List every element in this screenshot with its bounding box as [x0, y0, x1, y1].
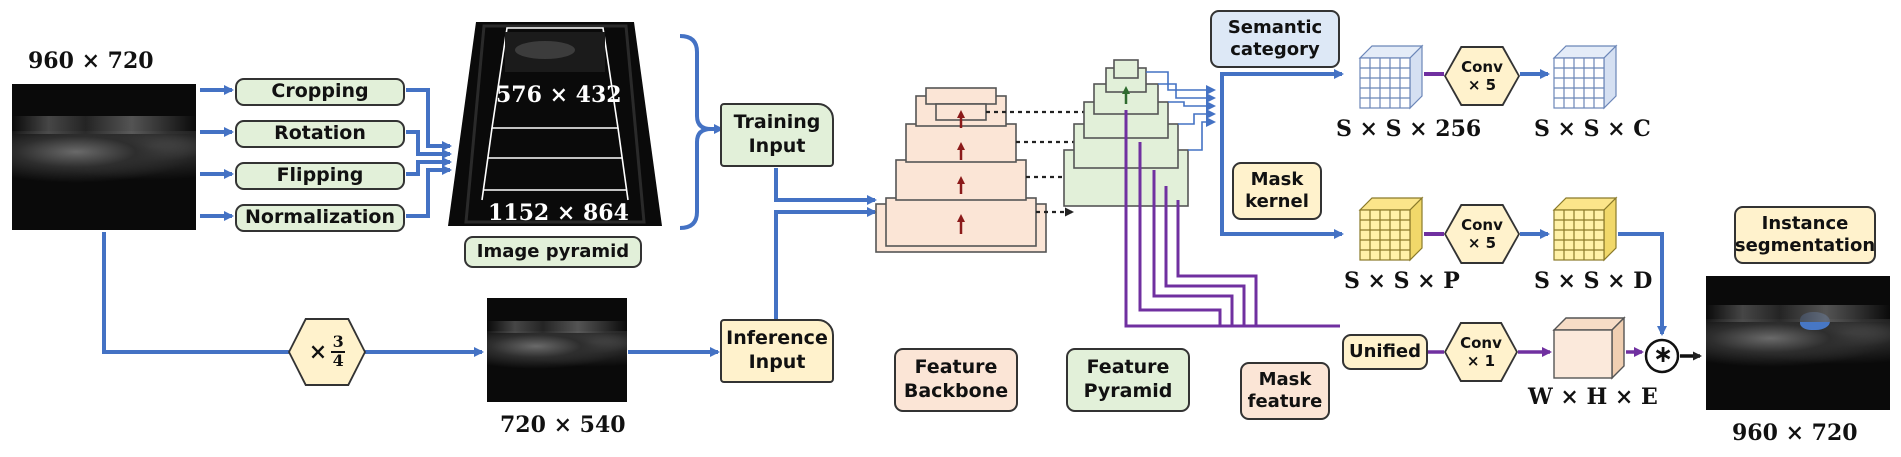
- semantic-grid-in: [1358, 44, 1424, 110]
- conv5-semantic-line1: Conv: [1461, 58, 1503, 76]
- conv5-semantic-line2: × 5: [1467, 76, 1497, 94]
- semantic-line2: category: [1230, 39, 1320, 60]
- training-input-line1: Training: [733, 111, 821, 134]
- mask-kernel-line1: Mask: [1250, 168, 1304, 190]
- unified-box: Unified: [1342, 334, 1428, 370]
- image-pyramid-caption: Image pyramid: [464, 236, 642, 268]
- training-input-line2: Input: [748, 135, 806, 157]
- input-size-label: 960 × 720: [28, 48, 154, 74]
- pyramid-bracket: [679, 34, 712, 230]
- augmentation-to-pyramid-arrows: [406, 88, 452, 218]
- backbone-line1: Feature: [914, 356, 998, 379]
- conv5-kernel: Conv × 5: [1444, 204, 1520, 264]
- kernel-trunk: [1220, 120, 1344, 239]
- aug-flipping: Flipping: [235, 162, 405, 190]
- fpn-head-connectors: [1146, 71, 1216, 151]
- scaled-size-label: 720 × 540: [500, 412, 626, 438]
- pyramid-top-label: 576 × 432: [496, 82, 622, 108]
- semantic-out-dim: S × S × C: [1534, 116, 1651, 142]
- mask-kernel-box: Mask kernel: [1232, 162, 1322, 220]
- fpn-line2: Pyramid: [1083, 380, 1173, 402]
- conv1-line2: × 1: [1466, 352, 1496, 370]
- feature-pyramid-label: Feature Pyramid: [1066, 348, 1190, 412]
- mask-feature-box: Mask feature: [1240, 362, 1330, 420]
- mask-feature-line1: Mask: [1258, 368, 1312, 390]
- kernel-in-dim: S × S × P: [1344, 268, 1460, 294]
- semantic-in-dim: S × S × 256: [1336, 116, 1482, 142]
- output-ultrasound-image: [1706, 276, 1890, 410]
- kernel-out-dim: S × S × D: [1534, 268, 1653, 294]
- mask-feature-lines: [1124, 110, 1340, 328]
- conv1-hexagon: Conv × 1: [1444, 322, 1518, 382]
- aug-rotation: Rotation: [235, 120, 405, 148]
- inference-input-box: Inference Input: [720, 319, 834, 383]
- output-size-label: 960 × 720: [1732, 420, 1858, 446]
- conv5-kernel-line2: × 5: [1467, 234, 1497, 252]
- scale-prefix: ×: [308, 338, 328, 365]
- input-to-augmentation-arrows: [200, 85, 234, 221]
- training-input-box: Training Input: [720, 103, 834, 167]
- input-ultrasound-image: [12, 84, 196, 230]
- feature-backbone-label: Feature Backbone: [894, 348, 1018, 412]
- semantic-category-box: Semantic category: [1210, 10, 1340, 68]
- image-pyramid-graphic: [448, 22, 662, 226]
- semantic-trunk: [1220, 69, 1344, 120]
- conv5-kernel-line1: Conv: [1461, 216, 1503, 234]
- output-title-line1: Instance: [1761, 212, 1849, 234]
- instance-segmentation-box: Instance segmentation: [1734, 206, 1876, 264]
- segmentation-mask: [1800, 312, 1830, 330]
- aug-normalization: Normalization: [235, 204, 405, 232]
- scale-denominator: 4: [332, 351, 344, 370]
- mask-feature-dim: W × H × E: [1528, 384, 1658, 410]
- inference-input-line1: Inference: [726, 327, 828, 350]
- inference-input-line2: Input: [748, 351, 806, 373]
- fpn-line1: Feature: [1086, 356, 1170, 379]
- output-title-line2: segmentation: [1734, 235, 1876, 256]
- kernel-to-operator: [1618, 232, 1667, 336]
- scale-numerator: 3: [332, 332, 344, 352]
- aug-cropping: Cropping: [235, 78, 405, 106]
- kernel-grid-in: [1358, 196, 1424, 262]
- kernel-grid-out: [1552, 196, 1618, 262]
- inference-to-backbone: [774, 207, 877, 322]
- scale-factor-hexagon: × 3 4: [288, 318, 366, 386]
- training-to-backbone: [774, 168, 877, 205]
- mask-feature-block: [1552, 316, 1626, 380]
- mask-feature-line2: feature: [1247, 391, 1323, 412]
- scaled-ultrasound-image: [487, 298, 627, 402]
- semantic-line1: Semantic: [1227, 16, 1323, 38]
- backbone-line2: Backbone: [903, 380, 1009, 402]
- mask-kernel-line2: kernel: [1245, 191, 1309, 212]
- semantic-grid-out: [1552, 44, 1618, 110]
- dynamic-conv-operator: [1644, 338, 1680, 374]
- operator-symbol: ∗: [1653, 340, 1674, 368]
- conv1-line1: Conv: [1460, 334, 1502, 352]
- conv5-semantic: Conv × 5: [1444, 46, 1520, 106]
- scaling-path: [102, 232, 290, 354]
- pyramid-bottom-label: 1152 × 864: [488, 200, 629, 226]
